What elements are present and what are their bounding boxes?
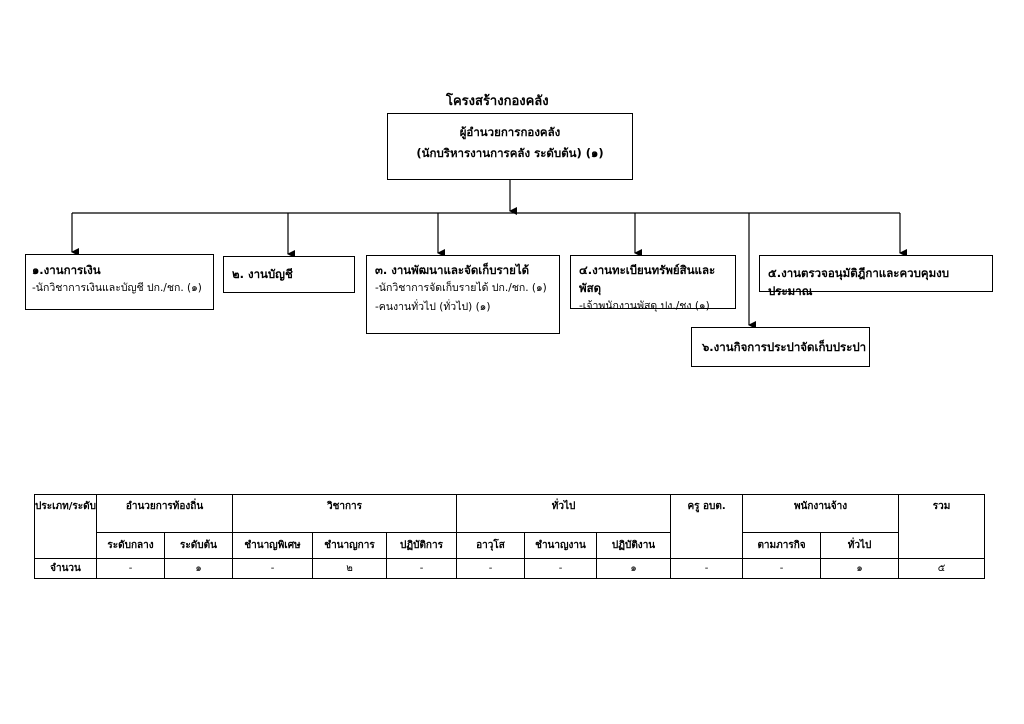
group-header: อำนวยการท้องถิ่น: [96, 494, 233, 533]
unit-box-6: ๖.งานกิจการประปาจัดเก็บประปา: [691, 327, 870, 367]
value-cell: -: [670, 558, 744, 579]
unit-staff-line: -นักวิชาการเงินและบัญชี ปก./ชก. (๑): [32, 282, 202, 294]
level-header: ตามภารกิจ: [742, 532, 822, 559]
level-header: ทั่วไป: [820, 532, 900, 559]
value-cell: -: [742, 558, 822, 579]
unit-title: ๓. งานพัฒนาและจัดเก็บรายได้: [375, 263, 530, 277]
group-header: ครู อบต.: [670, 494, 744, 559]
row-label: จำนวน: [34, 558, 97, 579]
group-header: รวม: [898, 494, 986, 559]
head-box: ผู้อำนวยการกองคลัง (นักบริหารงานการคลัง …: [387, 113, 633, 180]
unit-title: ๑.งานการเงิน: [32, 263, 101, 277]
value-cell: -: [232, 558, 313, 579]
group-header: วิชาการ: [231, 494, 458, 533]
value-cell: ๑: [596, 558, 672, 579]
unit-box-1: ๑.งานการเงิน -นักวิชาการเงินและบัญชี ปก.…: [25, 254, 214, 310]
level-header: ชำนาญงาน: [524, 532, 598, 559]
level-header: ชำนาญการ: [312, 532, 387, 559]
level-header: ระดับกลาง: [96, 532, 165, 559]
unit-box-2: ๒. งานบัญชี: [223, 256, 355, 293]
chart-title: โครงสร้างกองคลัง: [446, 94, 549, 109]
unit-box-4: ๔.งานทะเบียนทรัพย์สินและพัสดุ -เจ้าพนักง…: [570, 255, 736, 312]
unit-staff-line: -นักวิชาการจัดเก็บรายได้ ปก./ชก. (๑): [375, 282, 547, 294]
level-header: ระดับต้น: [164, 532, 233, 559]
value-cell: ๑: [820, 558, 900, 579]
unit-staff-line: -คนงานทั่วไป (ทั่วไป) (๑): [375, 301, 491, 313]
value-cell: -: [524, 558, 598, 579]
group-header: ทั่วไป: [456, 494, 672, 533]
value-cell: -: [96, 558, 165, 579]
head-subtitle: (นักบริหารงานการคลัง ระดับต้น) (๑): [416, 146, 604, 160]
head-title: ผู้อำนวยการกองคลัง: [459, 125, 561, 139]
level-header: อาวุโส: [456, 532, 526, 559]
unit-title: ๔.งานทะเบียนทรัพย์สินและพัสดุ: [579, 263, 716, 295]
value-cell: ๑: [164, 558, 233, 579]
staff-count-table: ประเภท/ระดับ อำนวยการท้องถิ่น วิชาการ ทั…: [34, 494, 986, 579]
value-cell: ๕: [898, 558, 986, 579]
value-cell: ๒: [312, 558, 387, 579]
level-header: ชำนาญพิเศษ: [232, 532, 313, 559]
group-header: พนักงานจ้าง: [742, 494, 900, 533]
unit-staff-line: -เจ้าพนักงานพัสดุ ปง./ชง (๑): [579, 300, 710, 312]
type-header-cell: ประเภท/ระดับ: [34, 494, 97, 559]
unit-box-5: ๕.งานตรวจอนุมัติฎีกาและควบคุมงบประมาณ: [759, 255, 993, 298]
value-cell: -: [385, 558, 458, 579]
unit-box-3: ๓. งานพัฒนาและจัดเก็บรายได้ -นักวิชาการจ…: [366, 255, 560, 334]
unit-title: ๒. งานบัญชี: [232, 267, 293, 281]
level-header: ปฏิบัติงาน: [596, 532, 672, 559]
unit-title: ๕.งานตรวจอนุมัติฎีกาและควบคุมงบประมาณ: [768, 266, 950, 298]
unit-title: ๖.งานกิจการประปาจัดเก็บประปา: [702, 340, 867, 354]
value-cell: -: [456, 558, 526, 579]
level-header: ปฏิบัติการ: [385, 532, 458, 559]
